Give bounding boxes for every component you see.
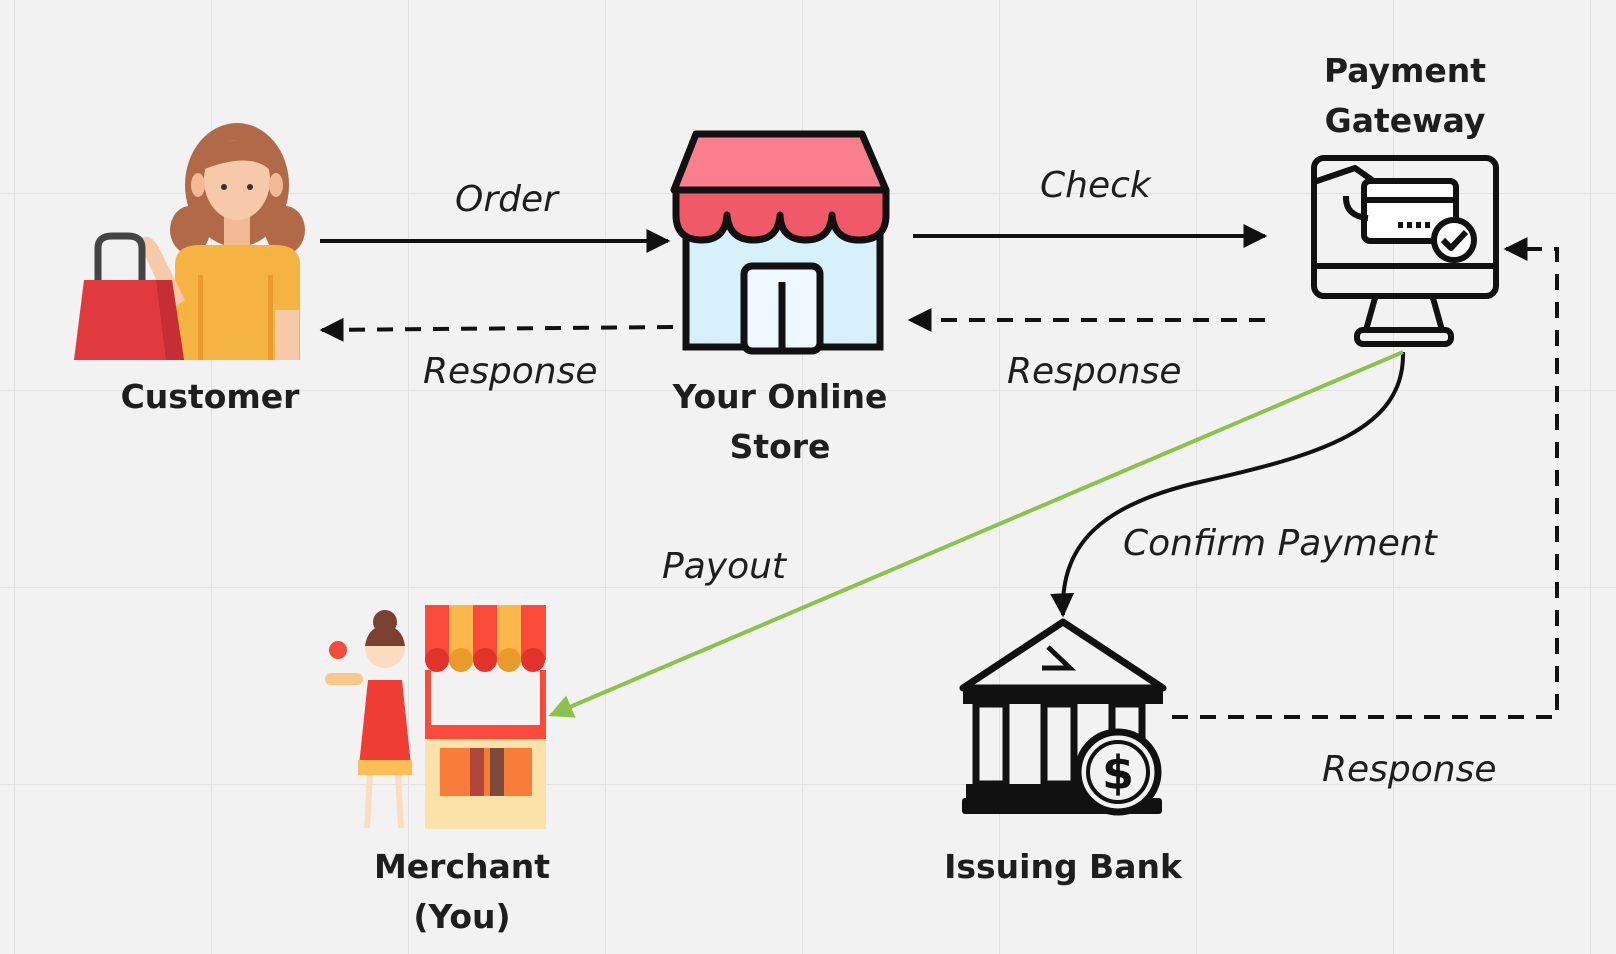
online-store-label: Your Online Store — [660, 372, 900, 472]
issuing-bank-label: Issuing Bank — [944, 847, 1182, 886]
response-store-customer-label: Response — [423, 351, 598, 392]
customer-icon — [74, 123, 305, 360]
payment-gateway-icon — [1311, 155, 1499, 347]
svg-text:$: $ — [1102, 746, 1134, 800]
payment-gateway-label: Payment Gateway — [1290, 46, 1520, 146]
payout-arrow — [548, 350, 1404, 718]
issuing-bank-icon: $ — [959, 618, 1167, 816]
merchant-icon — [325, 605, 546, 829]
merchant-label-line2: (You) — [413, 897, 511, 936]
payout-label: Payout — [662, 546, 787, 587]
online-store-label-line2: Store — [729, 427, 831, 466]
response-bank-to-gateway-arrow — [1172, 237, 1559, 719]
confirm-payment-arrow — [1050, 351, 1406, 618]
payment-gateway-label-line2: Gateway — [1324, 101, 1486, 140]
response-store-to-customer-arrow — [319, 317, 674, 342]
check-label: Check — [1040, 165, 1151, 206]
payment-gateway-label-line1: Payment — [1323, 51, 1487, 90]
customer-label: Customer — [120, 377, 300, 416]
response-gateway-store-label: Response — [1007, 351, 1182, 392]
merchant-label-line1: Merchant — [373, 847, 551, 886]
online-store-label-line1: Your Online — [672, 377, 888, 416]
confirm-payment-label: Confirm Payment — [1123, 523, 1437, 564]
online-store-icon — [670, 130, 890, 355]
order-label: Order — [455, 179, 558, 220]
merchant-label: Merchant (You) — [352, 842, 572, 942]
response-bank-gateway-label: Response — [1322, 749, 1497, 790]
